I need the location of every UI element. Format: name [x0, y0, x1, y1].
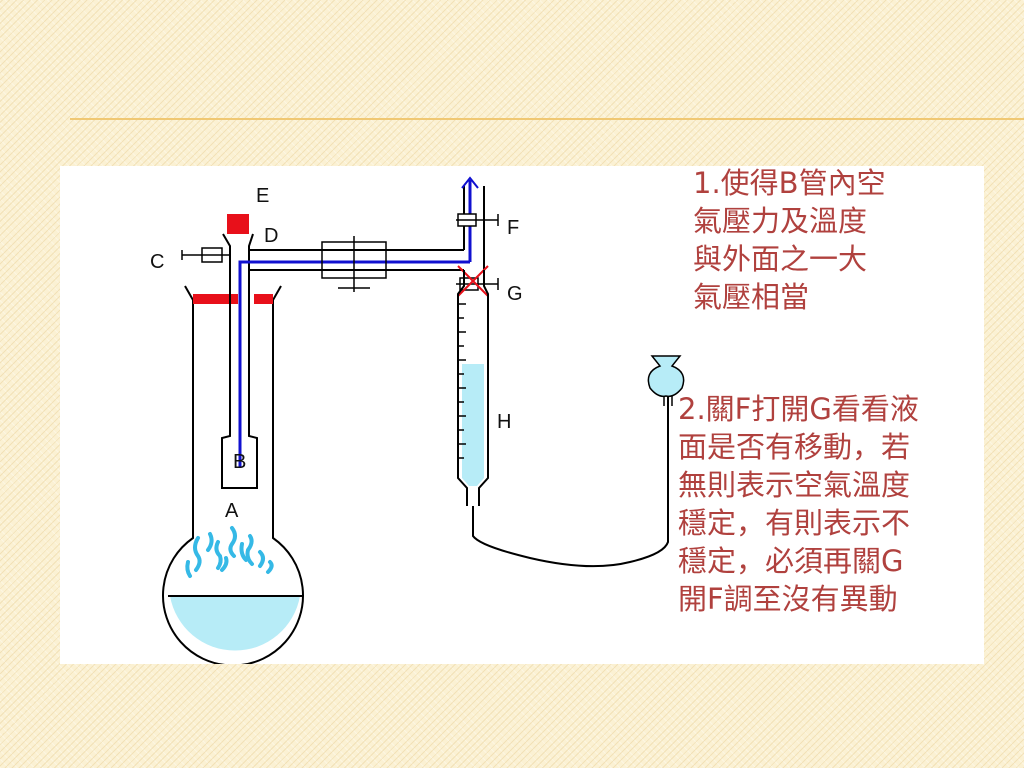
title-divider-line — [70, 118, 1024, 120]
label-d: D — [264, 225, 279, 247]
tube-b — [221, 258, 258, 489]
stopper-e — [227, 214, 249, 234]
label-g: G — [507, 283, 523, 305]
graduated-tube-h — [457, 270, 489, 506]
label-h: H — [497, 411, 512, 433]
joint-d — [222, 233, 254, 258]
flask-a — [162, 285, 304, 664]
label-e: E — [256, 185, 270, 207]
label-f: F — [507, 217, 520, 239]
air-path-b — [238, 260, 470, 468]
note-step-2: 2.關F打開G看看液 面是否有移動，若 無則表示空氣溫度 穩定，有則表示不 穩定… — [678, 392, 919, 616]
water-droplets — [185, 526, 274, 578]
tube-clamp — [321, 236, 387, 292]
label-c: C — [150, 251, 165, 273]
note-step-1: 1.使得B管內空 氣壓力及溫度 與外面之一大 氣壓相當 — [693, 166, 886, 314]
apparatus-diagram — [162, 176, 685, 664]
rubber-tubing — [472, 396, 669, 568]
stopcock-c — [181, 247, 230, 263]
connecting-tube — [249, 186, 485, 271]
top-arrow — [461, 176, 479, 189]
label-a: A — [225, 500, 239, 522]
stopcock-f — [456, 213, 499, 227]
label-b: B — [233, 451, 247, 473]
flask-stopper — [193, 294, 273, 304]
leveling-reservoir — [647, 355, 685, 406]
